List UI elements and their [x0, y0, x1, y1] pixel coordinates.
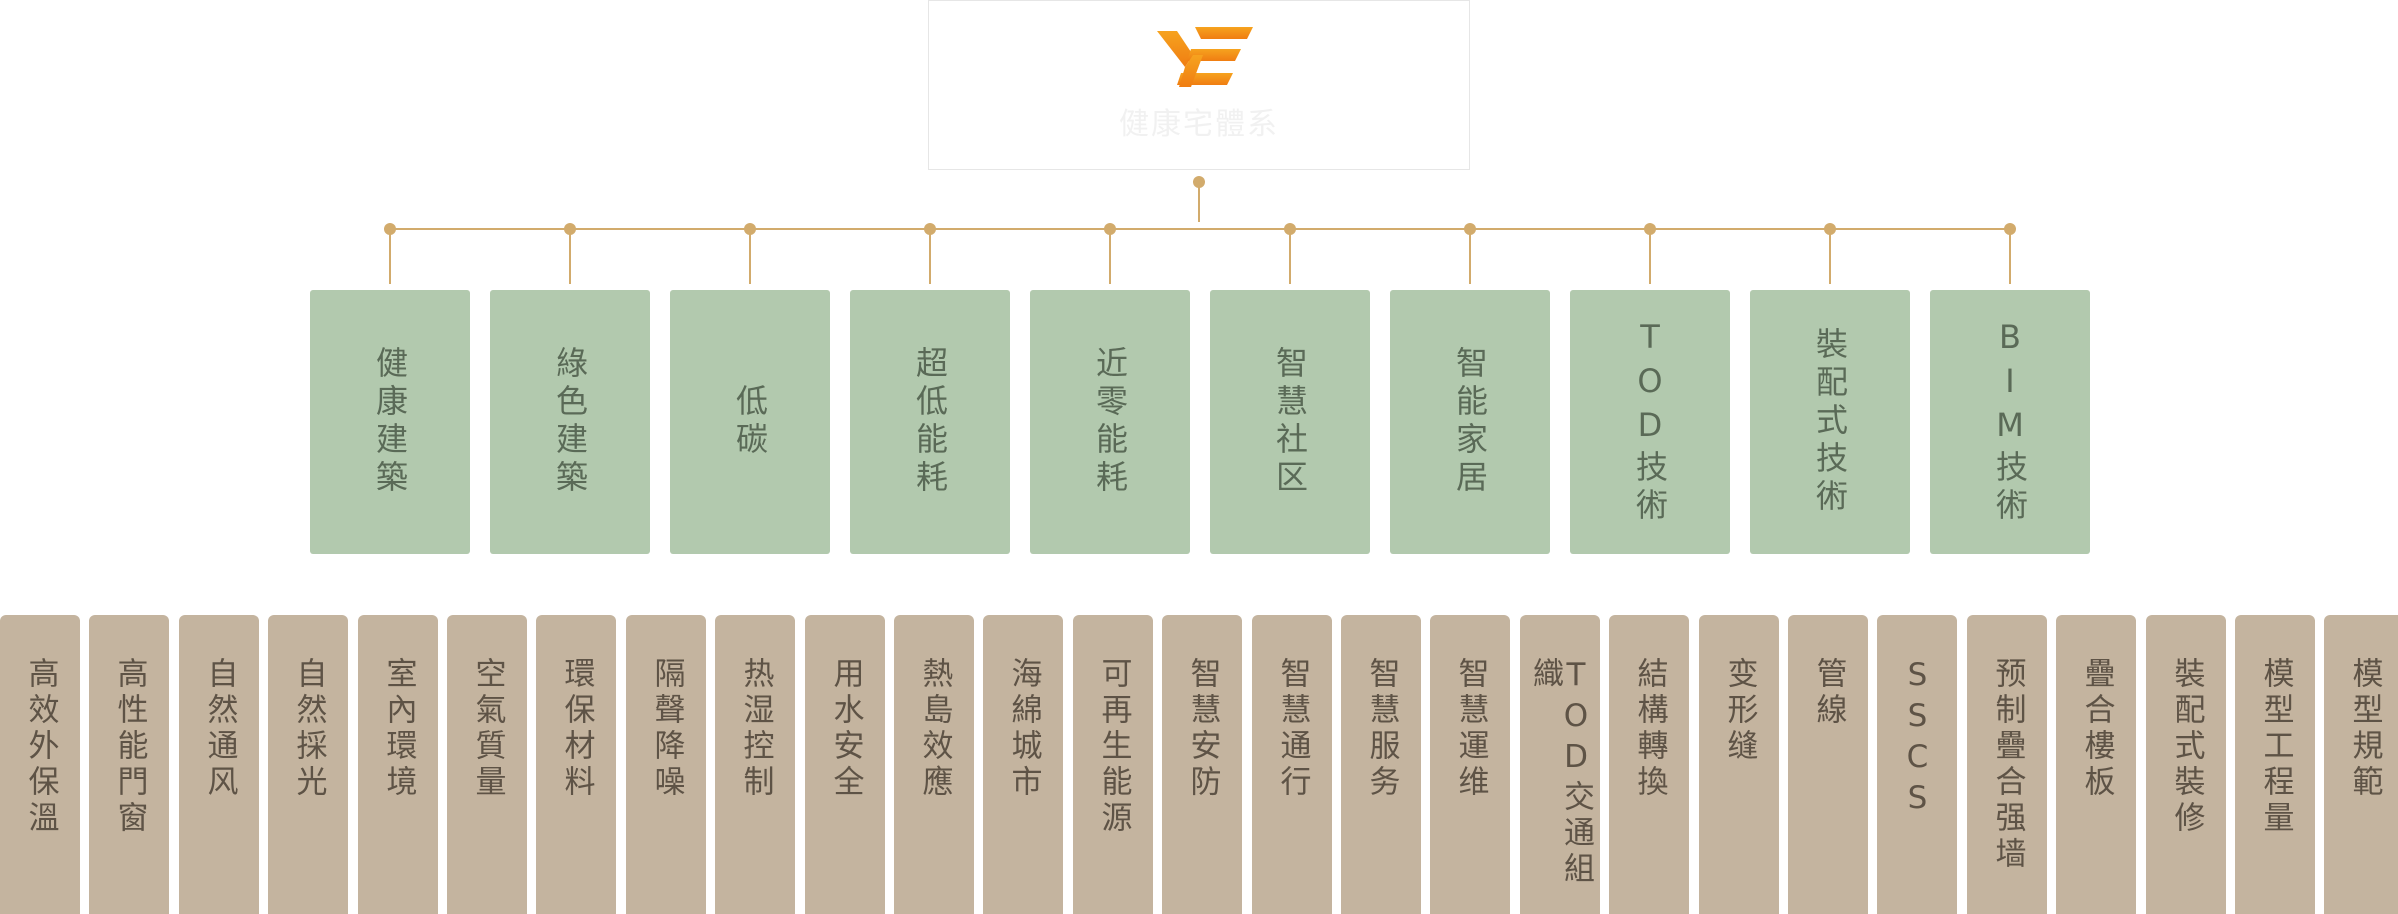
category-label: 智能家居 [1451, 346, 1489, 498]
branch-dot [924, 223, 936, 235]
subitem-box: 模型工程量 [2235, 615, 2315, 914]
category-label: 綠色建築 [551, 346, 589, 498]
subitem-label: 可再生能源 [1095, 657, 1132, 837]
subitem-box: TOD交通組織 [1520, 615, 1600, 914]
root-title: 健康宅體系 [1119, 107, 1279, 142]
category-box: 智慧社区 [1210, 290, 1370, 554]
subitem-box: 環保材料 [536, 615, 616, 914]
branch-dot [384, 223, 396, 235]
subitem-box: 热湿控制 [715, 615, 795, 914]
subitem-box: 室內環境 [358, 615, 438, 914]
subitem-label: 高性能門窗 [111, 657, 148, 837]
category-label: TOD技術 [1631, 318, 1669, 526]
category-box: 智能家居 [1390, 290, 1550, 554]
subitem-box: 智慧安防 [1162, 615, 1242, 914]
subitem-box: 用水安全 [805, 615, 885, 914]
subitem-box: 熱島效應 [894, 615, 974, 914]
category-label: 裝配式技術 [1811, 327, 1849, 517]
branch-dot [564, 223, 576, 235]
branch-dot [1284, 223, 1296, 235]
root-node: 健康宅體系 [928, 0, 1470, 170]
subitem-label: 熱島效應 [916, 657, 953, 801]
subitem-label: 隔聲降噪 [648, 657, 685, 801]
category-label: BIM技術 [1991, 318, 2029, 526]
subitem-label: 智慧安防 [1184, 657, 1221, 801]
subitem-box: 智慧運维 [1430, 615, 1510, 914]
category-box: 裝配式技術 [1750, 290, 1910, 554]
subitem-label: 智慧服务 [1363, 657, 1400, 801]
subitem-label: 裝配式裝修 [2168, 657, 2205, 837]
subitem-label: 空氣質量 [469, 657, 506, 801]
category-label: 低碳 [731, 384, 769, 460]
branch-dot [1644, 223, 1656, 235]
branch-dot [1104, 223, 1116, 235]
subitem-box: 隔聲降噪 [626, 615, 706, 914]
subitem-box: 模型規範 [2324, 615, 2398, 914]
subitem-label: 热湿控制 [737, 657, 774, 801]
subitem-box: 空氣質量 [447, 615, 527, 914]
category-label: 近零能耗 [1091, 346, 1129, 498]
category-box: 綠色建築 [490, 290, 650, 554]
subitem-label: 高效外保溫 [22, 657, 59, 837]
subitem-box: 管線 [1788, 615, 1868, 914]
category-box: 低碳 [670, 290, 830, 554]
subitem-label: 環保材料 [558, 657, 595, 801]
subitem-box: 疊合樓板 [2056, 615, 2136, 914]
category-label: 健康建築 [371, 346, 409, 498]
subitem-label: 智慧運维 [1452, 657, 1489, 801]
subitem-label: 海綿城市 [1005, 657, 1042, 801]
subitem-box: 预制疊合强墙 [1967, 615, 2047, 914]
subitem-label: 室內環境 [380, 657, 417, 801]
subitem-box: 自然通风 [179, 615, 259, 914]
subitem-label: TOD交通組織 [1527, 657, 1594, 888]
category-box: 超低能耗 [850, 290, 1010, 554]
subitem-box: 高性能門窗 [89, 615, 169, 914]
branch-dot [2004, 223, 2016, 235]
branch-dot [744, 223, 756, 235]
subitem-label: SSCS [1899, 657, 1936, 821]
subitem-box: 海綿城市 [983, 615, 1063, 914]
subitem-label: 自然採光 [290, 657, 327, 801]
subitem-label: 自然通风 [201, 657, 238, 801]
subitem-box: 高效外保溫 [0, 615, 80, 914]
subitem-box: 智慧服务 [1341, 615, 1421, 914]
category-label: 超低能耗 [911, 346, 949, 498]
subitem-label: 变形缝 [1721, 657, 1758, 765]
ye-logo-icon [1157, 27, 1253, 87]
subitem-label: 疊合樓板 [2078, 657, 2115, 801]
branch-dot [1464, 223, 1476, 235]
category-box: BIM技術 [1930, 290, 2090, 554]
subitem-label: 結構轉換 [1631, 657, 1668, 801]
subitem-label: 智慧通行 [1274, 657, 1311, 801]
subitem-box: 可再生能源 [1073, 615, 1153, 914]
category-label: 智慧社区 [1271, 346, 1309, 498]
subitem-box: 裝配式裝修 [2146, 615, 2226, 914]
subitem-box: 結構轉換 [1609, 615, 1689, 914]
subitem-label: 模型規範 [2346, 657, 2383, 801]
category-box: 近零能耗 [1030, 290, 1190, 554]
branch-dot [1824, 223, 1836, 235]
subitem-box: 自然採光 [268, 615, 348, 914]
subitem-label: 预制疊合强墙 [1989, 657, 2026, 873]
subitem-box: 变形缝 [1699, 615, 1779, 914]
subitem-label: 管線 [1810, 657, 1847, 729]
subitem-box: SSCS [1877, 615, 1957, 914]
subitem-label: 用水安全 [827, 657, 864, 801]
subitem-box: 智慧通行 [1252, 615, 1332, 914]
root-connector-dot [1193, 176, 1205, 188]
subitem-label: 模型工程量 [2257, 657, 2294, 837]
category-box: TOD技術 [1570, 290, 1730, 554]
category-box: 健康建築 [310, 290, 470, 554]
